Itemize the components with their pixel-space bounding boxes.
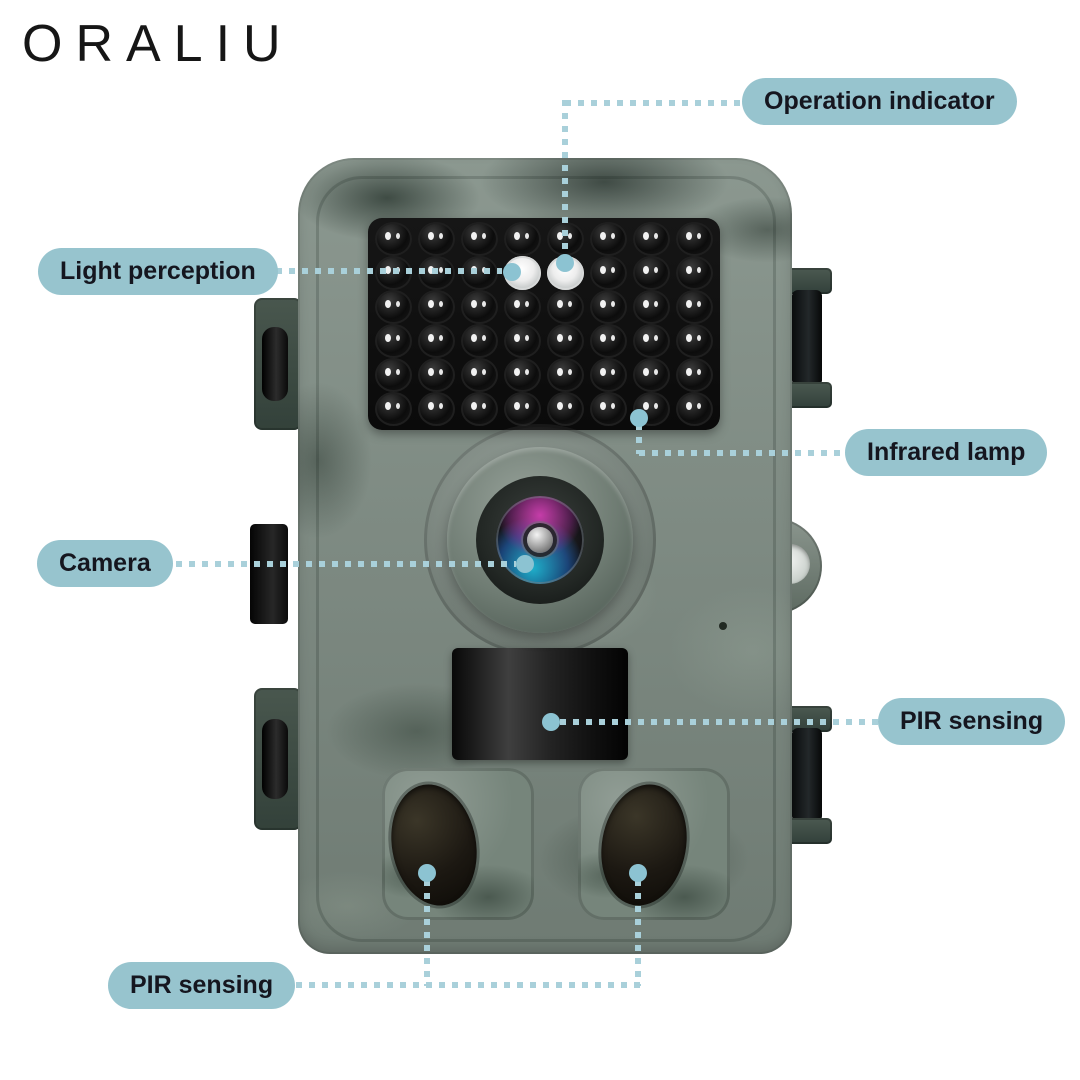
left-hinge-top: [254, 298, 302, 430]
ir-led: [504, 222, 541, 256]
callout-line-infrared-lamp-v: [636, 424, 642, 454]
ir-led: [547, 324, 584, 358]
ir-led: [547, 392, 584, 426]
callout-dot-operation-indicator: [556, 254, 574, 272]
callout-dot-light-perception: [503, 263, 521, 281]
callout-line-operation-indicator-h: [565, 100, 743, 106]
ir-led: [375, 222, 412, 256]
ir-led: [590, 222, 627, 256]
left-side-latch-bar: [250, 524, 288, 624]
brand-logo: ORALIU: [22, 15, 294, 73]
ir-led: [676, 358, 713, 392]
pir-housing-left: [382, 768, 534, 920]
right-latch-top: [764, 262, 832, 414]
hinge-pin: [262, 719, 288, 799]
ir-led: [504, 392, 541, 426]
ir-led: [590, 358, 627, 392]
callout-label-infrared-lamp: Infrared lamp: [845, 429, 1048, 476]
pir-sensor-left: [382, 777, 486, 913]
ir-led: [676, 290, 713, 324]
ir-led-grid: [372, 222, 716, 426]
pir-housing-right: [578, 768, 730, 920]
ir-led: [375, 290, 412, 324]
callout-dot-pir-bottom-right: [629, 864, 647, 882]
ir-led: [633, 222, 670, 256]
callout-line-pir-bottom-right-v: [635, 880, 641, 986]
ir-led: [418, 222, 455, 256]
callout-line-infrared-lamp-h: [639, 450, 845, 456]
left-hinge-bottom: [254, 688, 302, 830]
ir-led: [547, 358, 584, 392]
ir-led: [418, 324, 455, 358]
callout-label-operation-indicator: Operation indicator: [742, 78, 1017, 125]
ir-led: [418, 290, 455, 324]
latch-bar: [792, 290, 822, 386]
ir-led: [633, 290, 670, 324]
ir-led: [375, 358, 412, 392]
ir-led: [418, 392, 455, 426]
hinge-pin: [262, 327, 288, 401]
ir-led: [676, 392, 713, 426]
ir-led: [590, 256, 627, 290]
ir-led: [633, 256, 670, 290]
callout-label-pir-sensing-right: PIR sensing: [878, 698, 1066, 745]
callout-dot-pir-bottom-left: [418, 864, 436, 882]
pir-sensor-right: [592, 777, 696, 913]
lens-core: [527, 527, 553, 553]
body-screw-dot: [719, 622, 727, 630]
callout-line-pir-bottom-h: [270, 982, 642, 988]
ir-led: [375, 324, 412, 358]
front-face-ridge: [316, 176, 776, 942]
ir-led: [590, 392, 627, 426]
ir-led: [461, 290, 498, 324]
ir-led: [461, 392, 498, 426]
latch-bar: [792, 728, 822, 822]
ir-led: [461, 222, 498, 256]
callout-label-camera: Camera: [37, 540, 173, 587]
ir-led: [590, 290, 627, 324]
callout-line-light-perception: [250, 268, 502, 274]
ir-led: [590, 324, 627, 358]
ir-led: [676, 222, 713, 256]
callout-line-operation-indicator-v: [562, 100, 568, 258]
callout-label-light-perception: Light perception: [38, 248, 278, 295]
callout-line-pir-bottom-left-v: [424, 880, 430, 986]
callout-label-pir-sensing-bottom: PIR sensing: [108, 962, 296, 1009]
ir-led: [461, 324, 498, 358]
ir-led: [461, 358, 498, 392]
ir-led: [504, 358, 541, 392]
ir-led: [633, 358, 670, 392]
callout-line-camera: [150, 561, 516, 567]
ir-led: [676, 256, 713, 290]
pir-sensor-window: [452, 648, 628, 760]
callout-dot-pir-right: [542, 713, 560, 731]
callout-dot-infrared-lamp: [630, 409, 648, 427]
ir-led: [504, 324, 541, 358]
callout-line-pir-right: [560, 719, 878, 725]
ir-led: [418, 358, 455, 392]
ir-led: [504, 290, 541, 324]
ir-led: [676, 324, 713, 358]
infrared-led-panel: [368, 218, 720, 430]
ir-led: [547, 290, 584, 324]
ir-led: [375, 392, 412, 426]
callout-dot-camera: [516, 555, 534, 573]
ir-led: [633, 324, 670, 358]
